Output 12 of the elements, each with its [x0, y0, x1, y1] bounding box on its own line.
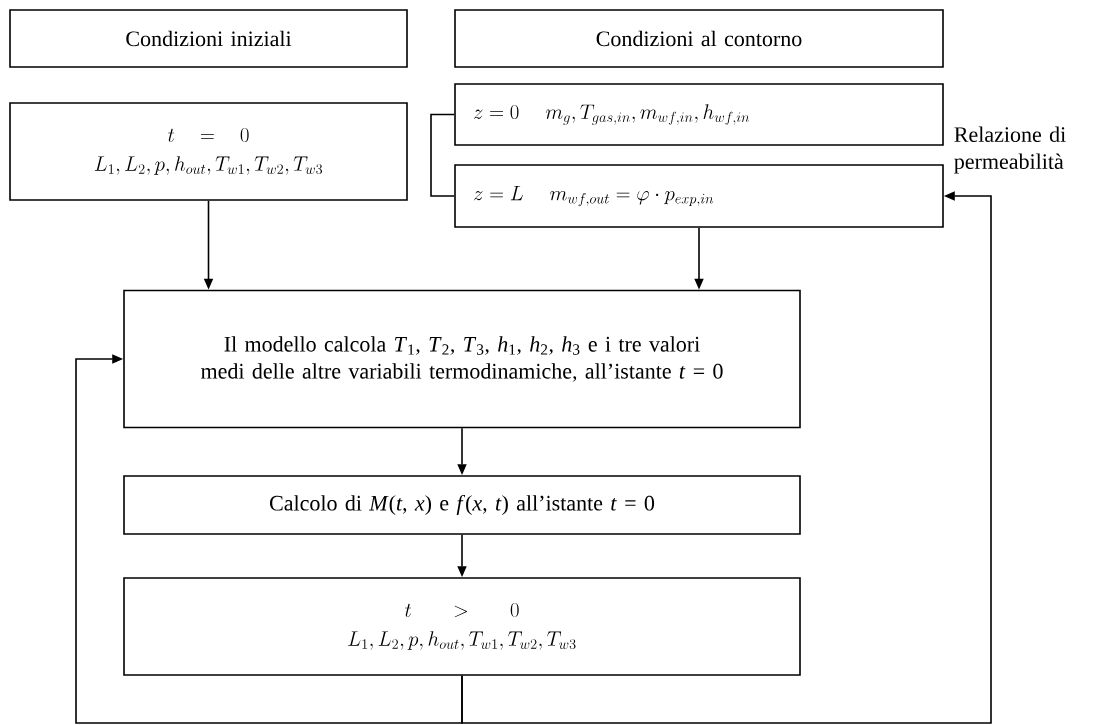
condition-box: $t = 0$ $L_1, L_2, p, h_{out}, T_{w1}, T_{w2}, T_{w3}$ — [9, 102, 408, 201]
condition-box: $z = L$ $m_{wf,out} = \varphi \cdot p_{exp,in}$ — [454, 164, 944, 228]
condition-box: $z = 0$ $m_g, T_{gas,in}, m_{wf,in}, h_{wf,in}$ — [454, 83, 944, 146]
condition-box: $t > 0$ $L_1, L_2, p, h_{out}, T_{w1}, T_{w2}, T_{w3}$ — [123, 577, 801, 676]
header-box: Condizioni iniziali — [9, 9, 408, 68]
arrow — [461, 191, 992, 724]
bracket-line — [430, 113, 455, 197]
process-box: Il modello calcola T$_{1}$, T$_{2}$, T$_{3}$, h$_{1}$, h$_{2}$, h$_{3}$ e i tre valori medi delle altre variabili termodinamiche, all’istante t = 0 — [123, 289, 801, 429]
process-box: Calcolo di M(t, x) e f(x, t) all’istante t = 0 — [123, 475, 801, 535]
edge-label: Relazione di permeabilità — [954, 126, 1066, 174]
header-box: Condizioni al contorno — [454, 9, 944, 68]
arrow — [75, 354, 463, 724]
